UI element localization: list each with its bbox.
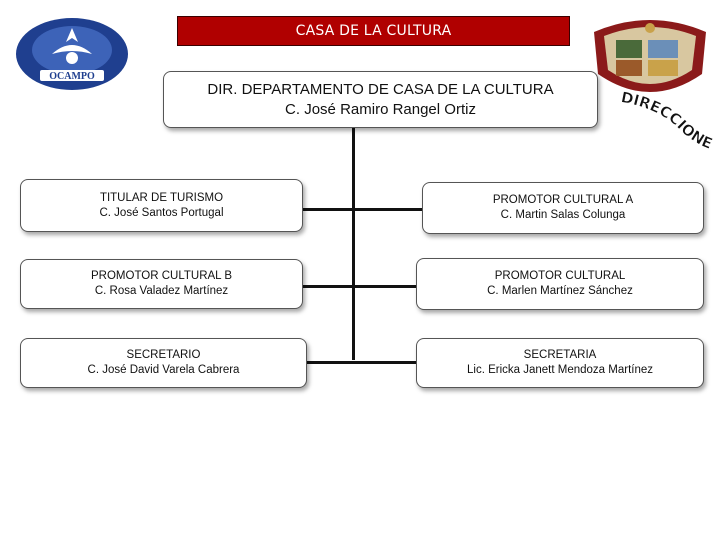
org-box-promoter-a: PROMOTOR CULTURAL A C. Martin Salas Colu…: [422, 182, 704, 234]
org-box-secretary: SECRETARIO C. José David Varela Cabrera: [20, 338, 307, 388]
org-box-role: PROMOTOR CULTURAL A: [492, 194, 634, 206]
org-box-name: C. Marlen Martínez Sánchez: [487, 285, 633, 297]
director-role: DIR. DEPARTAMENTO DE CASA DE LA CULTURA: [207, 80, 554, 98]
org-box-promoter: PROMOTOR CULTURAL C. Marlen Martínez Sán…: [416, 258, 704, 310]
org-box-name: C. José David Varela Cabrera: [87, 364, 240, 376]
coat-of-arms-emblem: [586, 14, 714, 106]
connector-vertical: [352, 128, 355, 360]
org-box-name: C. José Santos Portugal: [99, 206, 224, 219]
org-box-secretaria: SECRETARIA Lic. Ericka Janett Mendoza Ma…: [416, 338, 704, 388]
connector-row-1: [303, 208, 422, 211]
direcciones-text: DIRECCIONES: [618, 88, 715, 153]
org-box-promoter-b: PROMOTOR CULTURAL B C. Rosa Valadez Mart…: [20, 259, 303, 309]
org-box-role: PROMOTOR CULTURAL B: [91, 270, 232, 282]
connector-row-2: [303, 285, 416, 288]
org-box-name: C. Rosa Valadez Martínez: [94, 285, 229, 297]
org-box-role: SECRETARIA: [523, 349, 597, 361]
logo-text: OCAMPO: [49, 71, 95, 82]
page-title: CASA DE LA CULTURA: [295, 23, 452, 39]
title-bar: CASA DE LA CULTURA: [177, 16, 570, 46]
org-box-name: C. Martin Salas Colunga: [500, 209, 626, 221]
ocampo-logo: OCAMPO: [12, 14, 160, 92]
direcciones-wordart: DIRECCIONES: [612, 74, 718, 168]
director-box: DIR. DEPARTAMENTO DE CASA DE LA CULTURA …: [163, 71, 598, 128]
org-box-role: TITULAR DE TURISMO: [99, 191, 224, 204]
org-box-role: PROMOTOR CULTURAL: [494, 270, 626, 282]
org-box-name: Lic. Ericka Janett Mendoza Martínez: [467, 364, 653, 376]
connector-row-3: [307, 361, 416, 364]
org-box-tourism: TITULAR DE TURISMO C. José Santos Portug…: [20, 179, 303, 232]
director-name: C. José Ramiro Rangel Ortiz: [285, 100, 476, 118]
org-box-role: SECRETARIO: [126, 349, 201, 361]
